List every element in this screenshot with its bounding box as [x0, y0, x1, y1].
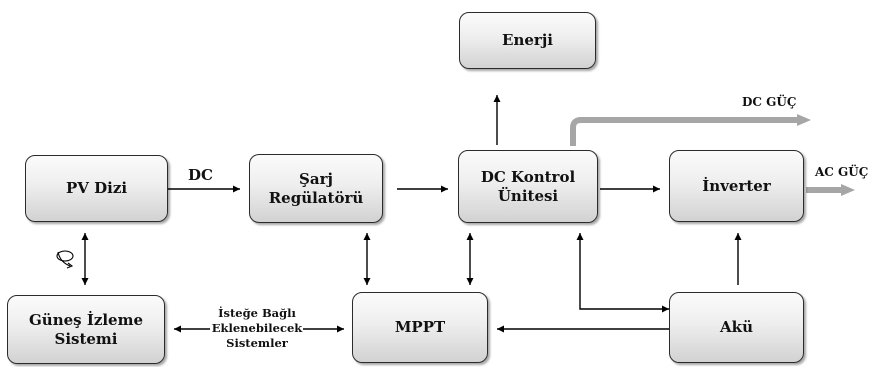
dc-kontrol-unitesi-block: DC Kontrol Ünitesi	[458, 150, 598, 223]
rotation-icon	[56, 250, 74, 269]
dc-guc-arrowhead	[797, 114, 811, 126]
ac-guc-arrowhead	[841, 184, 855, 196]
mppt-block: MPPT	[352, 292, 488, 363]
dc-label: DC	[188, 166, 213, 184]
ac-guc-label: AC GÜÇ	[815, 165, 869, 179]
optional-systems-label: İsteğe Bağlı Eklenebilecek Sistemler	[211, 306, 303, 350]
power-arrows	[570, 114, 855, 196]
aku-block: Akü	[669, 292, 804, 363]
gunes-izleme-sistemi-block: Güneş İzleme Sistemi	[7, 295, 165, 364]
sarj-regulatoru-block: Şarj Regülatörü	[249, 154, 383, 223]
dc-guc-arrow	[570, 117, 798, 146]
inverter-block: İnverter	[669, 150, 804, 222]
pv-dizi-block: PV Dizi	[25, 155, 168, 222]
enerji-block: Enerji	[459, 12, 596, 69]
dc-guc-label: DC GÜÇ	[742, 95, 797, 109]
arrow-dc-kontrol-aku	[576, 233, 669, 313]
